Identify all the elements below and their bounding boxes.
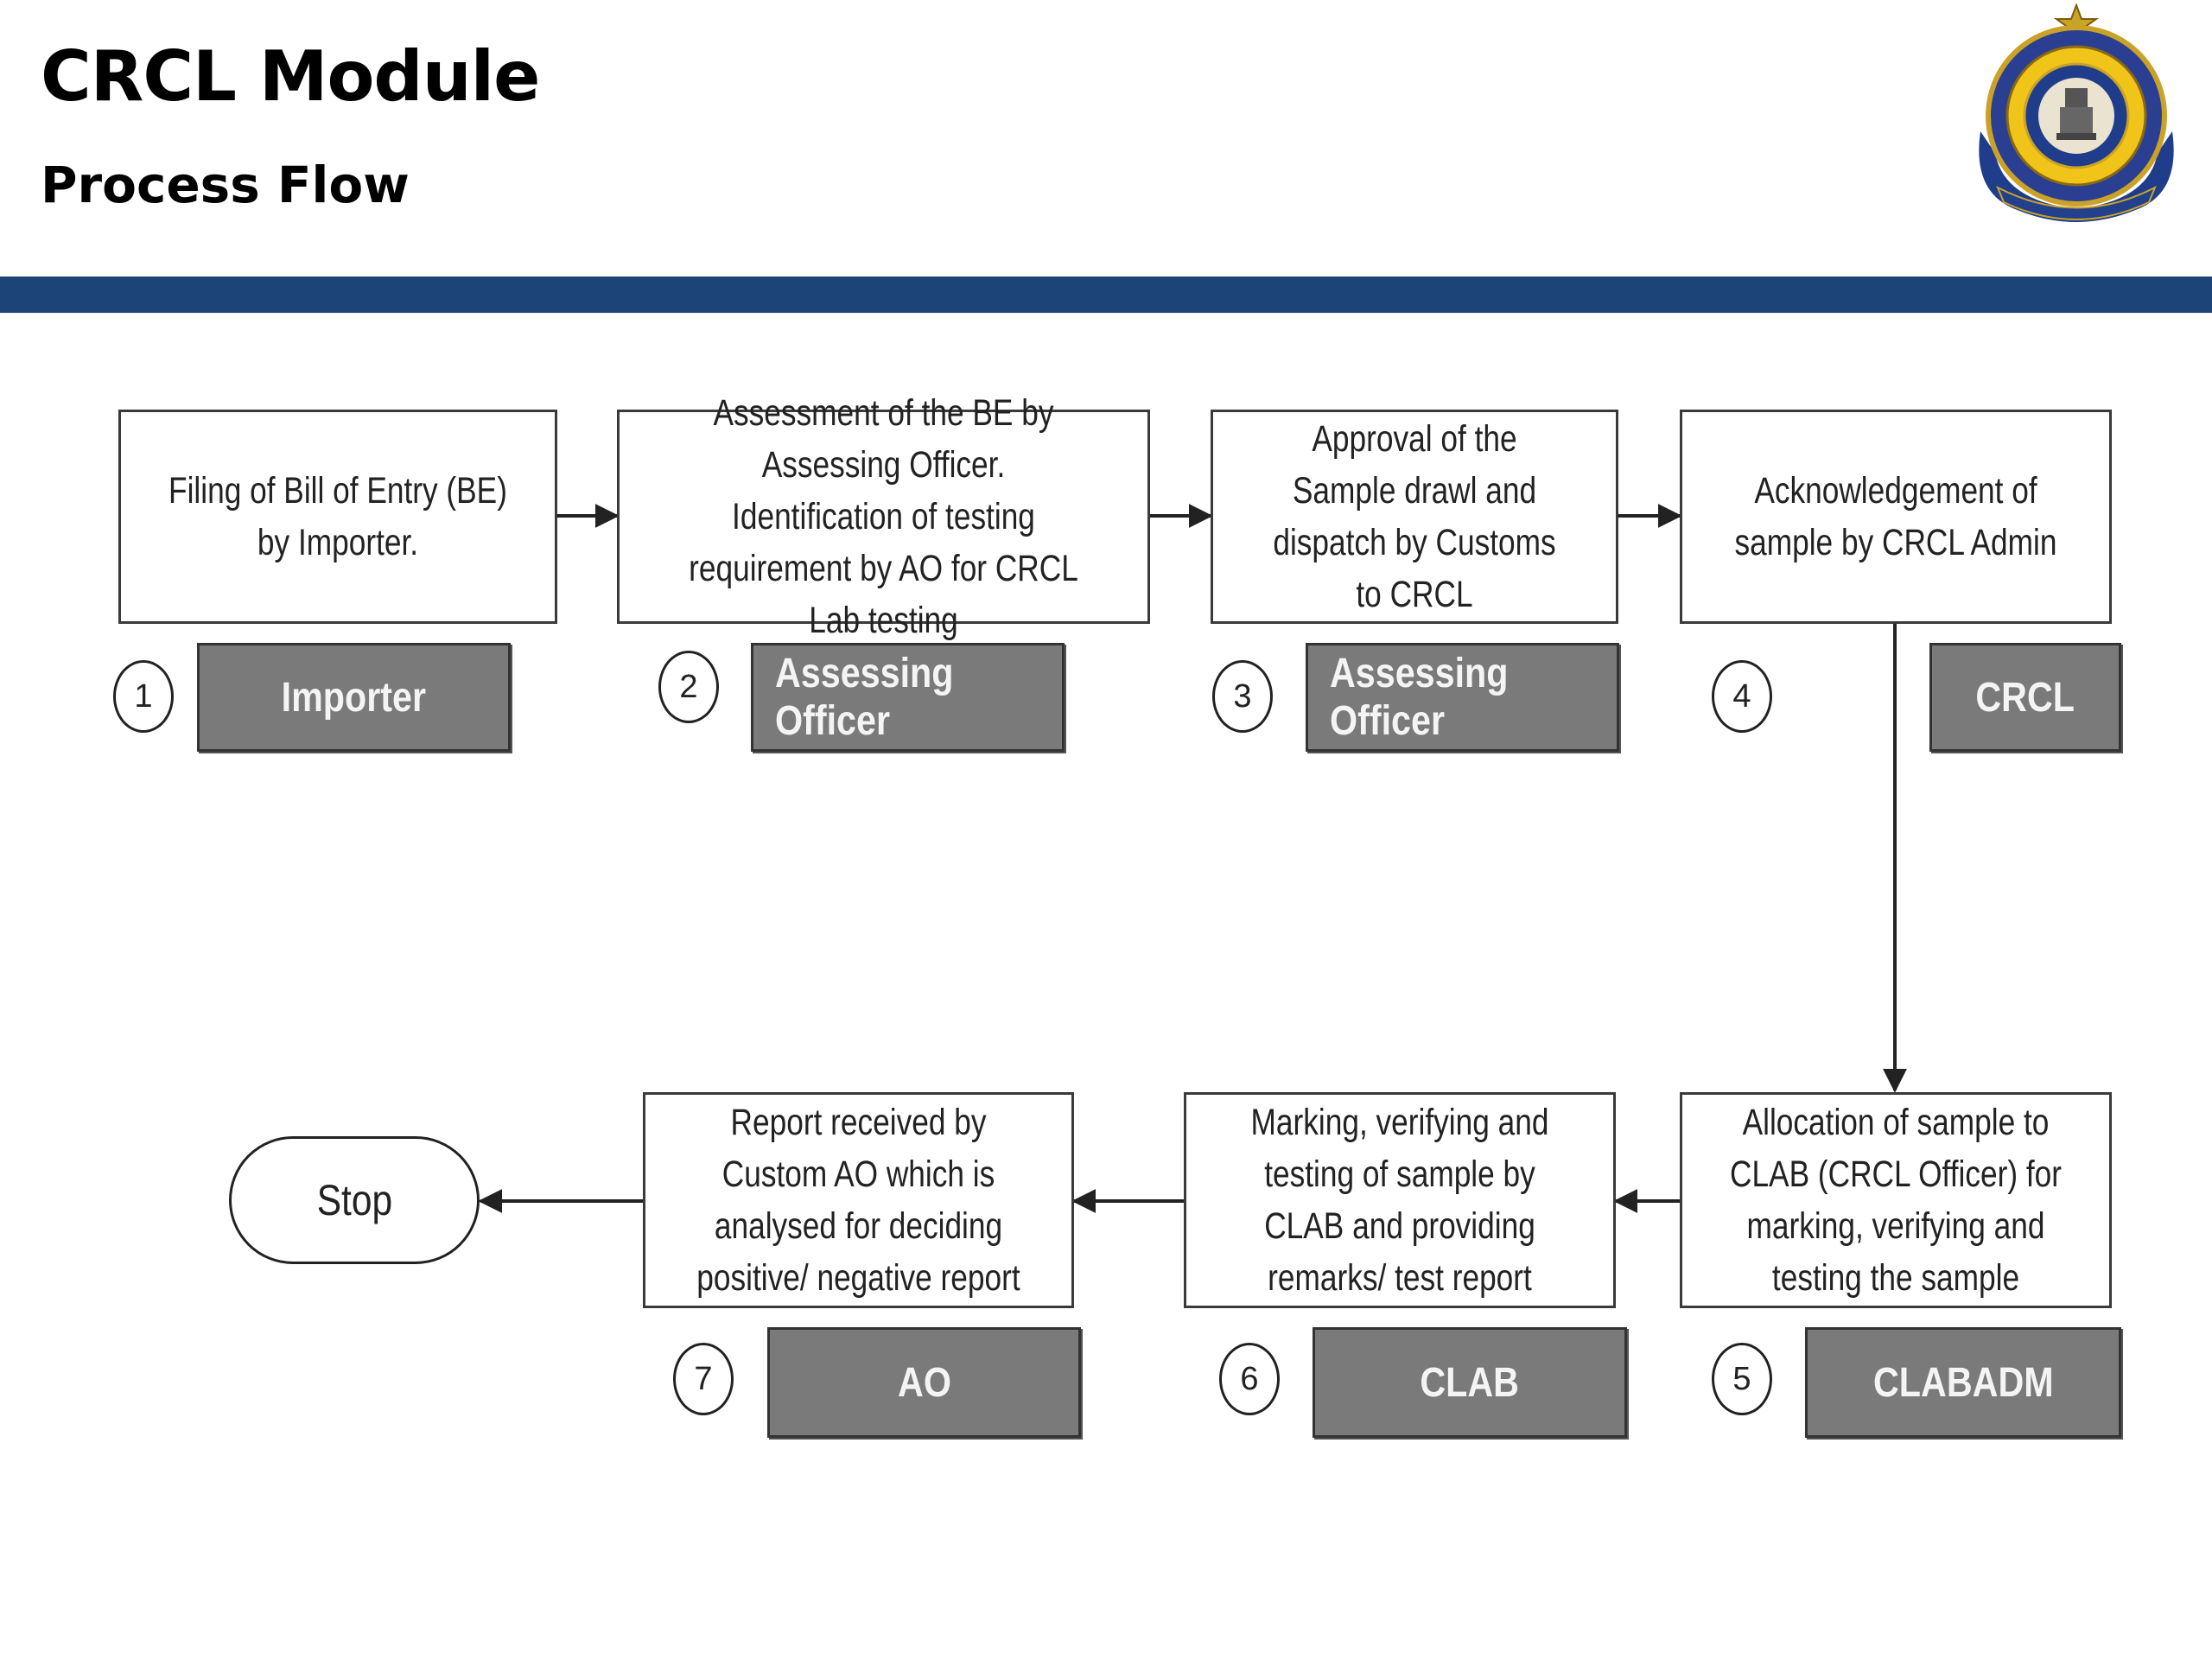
step-6-number: 6 xyxy=(1219,1343,1280,1415)
step-1-number: 1 xyxy=(113,660,174,733)
step-4-box: Acknowledgement of sample by CRCL Admin xyxy=(1680,410,2112,624)
step-6-role: CLAB xyxy=(1313,1327,1627,1438)
step-2-box: Assessment of the BE by Assessing Office… xyxy=(617,392,1150,641)
step-3-role: Assessing Officer xyxy=(1306,643,1619,752)
step-7-role: AO xyxy=(767,1327,1081,1438)
step-6-text: Marking, verifying and testing of sample… xyxy=(1250,1102,1549,1299)
header-bar xyxy=(0,276,2212,313)
step-5-role: CLABADM xyxy=(1805,1327,2121,1438)
step-2-text: Assessment of the BE by Assessing Office… xyxy=(689,392,1078,641)
page-subtitle: Process Flow xyxy=(41,156,410,214)
step-2-number: 2 xyxy=(658,651,719,723)
step-7-number: 7 xyxy=(673,1343,734,1415)
stop-terminal: Stop xyxy=(229,1136,480,1264)
step-4-number: 4 xyxy=(1712,660,1772,733)
step-4-role: CRCL xyxy=(1929,643,2121,752)
step-5-number: 5 xyxy=(1712,1343,1772,1415)
step-1-box: Filing of Bill of Entry (BE) by Importer… xyxy=(118,410,557,624)
step-3-text: Approval of the Sample drawl and dispatc… xyxy=(1273,418,1556,615)
step-1-role: Importer xyxy=(197,643,511,752)
step-3-box: Approval of the Sample drawl and dispatc… xyxy=(1211,410,1618,624)
step-6-box: Marking, verifying and testing of sample… xyxy=(1184,1092,1616,1308)
step-4-text: Acknowledgement of sample by CRCL Admin xyxy=(1734,470,2057,563)
step-3-number: 3 xyxy=(1212,660,1273,733)
step-2-role: Assessing Officer xyxy=(751,643,1065,752)
page-title: CRCL Module xyxy=(41,36,540,117)
step-5-box: Allocation of sample to CLAB (CRCL Offic… xyxy=(1680,1092,2112,1308)
step-7-box: Report received by Custom AO which is an… xyxy=(643,1092,1074,1308)
step-7-text: Report received by Custom AO which is an… xyxy=(696,1102,1020,1299)
step-5-text: Allocation of sample to CLAB (CRCL Offic… xyxy=(1729,1102,2063,1299)
step-1-text: Filing of Bill of Entry (BE) by Importer… xyxy=(168,470,507,563)
department-emblem-icon xyxy=(1979,3,2174,222)
